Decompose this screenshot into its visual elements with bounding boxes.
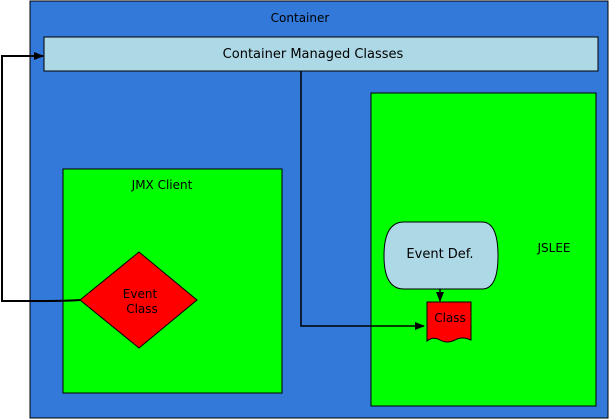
event-class-label-line1: Event (123, 287, 158, 301)
event-def-label: Event Def. (406, 247, 473, 262)
event-class-label-line2: Class (126, 302, 158, 316)
connector-managed-to-class (300, 71, 425, 330)
managed-classes-label: Container Managed Classes (223, 47, 404, 62)
jmx-client-label: JMX Client (131, 178, 193, 192)
connector-event-class-to-managed (1, 52, 81, 302)
class-document-label: Class (434, 311, 466, 325)
class-document-shape: Class (426, 301, 472, 343)
container-label: Container (271, 11, 330, 25)
jslee-label: JSLEE (536, 241, 570, 255)
event-class-diamond: Event Class (79, 251, 198, 349)
managed-classes-box: Container Managed Classes (43, 36, 599, 72)
event-def-shape: Event Def. (383, 221, 499, 290)
